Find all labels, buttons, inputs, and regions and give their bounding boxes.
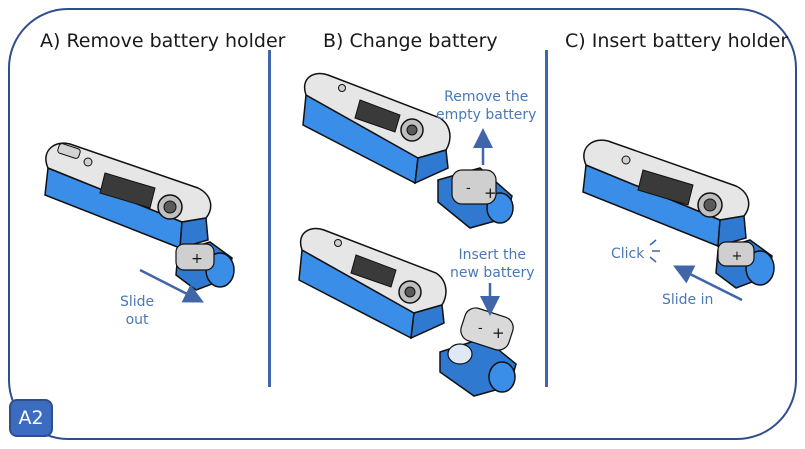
divider-right [545,50,548,387]
battery-minus-sign: - [466,181,471,196]
battery-plus-sign: + [191,251,203,267]
figure-badge: A2 [9,399,53,437]
click-spark-icon [649,239,660,263]
caption-line: Remove the [444,89,529,105]
caption-line: empty battery [436,107,537,123]
panel-c-title: C) Insert battery holder [565,30,789,52]
device-without-holder-top [302,72,451,185]
insert-battery-caption: Insert the new battery [450,246,535,282]
remove-battery-caption: Remove the empty battery [436,88,536,124]
empty-battery: - + [437,167,514,229]
caption-line: out [125,312,149,328]
empty-holder [439,337,517,397]
rounded-frame [8,8,797,440]
caption-line: new battery [450,265,535,281]
panel-a-title: A) Remove battery holder [40,30,286,52]
caption-line: Slide [120,294,155,310]
click-caption: Click [611,246,645,262]
divider-left [268,50,271,387]
slide-out-arrow [139,268,204,303]
slide-in-arrow [673,265,743,302]
device-without-holder-bottom [298,227,447,340]
caption-line: Insert the [458,247,527,263]
battery-minus-sign: - [478,321,483,336]
device-holder-inserting: + [582,139,775,289]
device-with-open-holder [44,142,212,250]
slide-in-caption: Slide in [662,292,714,308]
panel-b-title: B) Change battery [323,30,498,52]
battery-plus-sign: + [732,249,743,264]
battery-holder-tray: + [175,241,235,291]
battery-plus-sign: + [492,324,505,342]
slide-out-caption: Slide out [120,293,154,329]
battery-plus-sign: + [484,184,497,202]
